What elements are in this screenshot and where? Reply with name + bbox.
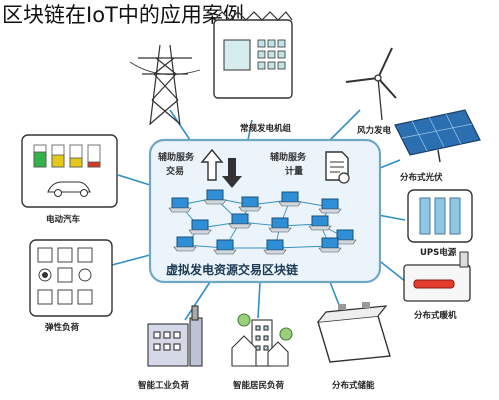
residential-buildings-icon: [231, 313, 293, 367]
ups-storage-icon: [407, 189, 473, 243]
laptop-icon: [213, 239, 237, 255]
link-ups: [377, 214, 406, 221]
label-electric-vehicle: 电动汽车: [46, 214, 81, 225]
laptop-icon: [278, 191, 302, 207]
wind-turbine-icon: [345, 47, 397, 121]
industrial-factory-icon: [147, 305, 203, 367]
laptop-icon: [318, 237, 342, 253]
label-wind-power: 风力发电: [357, 125, 392, 136]
laptop-icon: [318, 198, 342, 214]
transmission-tower-icon: [129, 44, 201, 126]
label-smart-industrial: 智能工业负荷: [137, 380, 190, 391]
link-industrial: [184, 281, 211, 321]
laptop-icon: [268, 217, 292, 233]
left-service-line2: 交易: [166, 165, 184, 177]
label-distributed-storage: 分布式储能: [332, 380, 375, 391]
link-ev: [117, 174, 151, 186]
storage-battery-icon: [317, 302, 391, 363]
laptop-icon: [168, 197, 192, 213]
solar-panel-icon: [394, 109, 481, 163]
laptop-icon: [308, 215, 332, 231]
label-smart-residential: 智能居民负荷: [232, 380, 285, 391]
label-distributed-pv: 分布式光伏: [400, 172, 443, 183]
right-service-line1: 辅助服务: [270, 151, 307, 163]
laptop-icon: [173, 236, 197, 252]
laptop-icon: [238, 196, 262, 212]
label-distributed-heating: 分布式暖机: [414, 310, 457, 321]
connector-lines: [111, 109, 411, 321]
label-ups: UPS电源: [420, 247, 457, 258]
laptop-icon: [203, 189, 227, 205]
blockchain-hub: 辅助服务 交易 辅助服务 计量: [148, 138, 382, 284]
label-conventional-plant: 常规发电机组: [240, 123, 292, 134]
document-icon: [325, 151, 350, 184]
link-wind: [329, 109, 361, 141]
label-flexible-load: 弹性负荷: [45, 322, 80, 333]
page-title: 区块链在IoT中的应用案例: [2, 3, 244, 27]
laptop-icon: [333, 229, 357, 245]
link-flexible: [111, 254, 151, 266]
right-service-line2: 计量: [285, 165, 303, 177]
exchange-arrows-icon: [200, 148, 242, 188]
flexible-load-panel-icon: [29, 239, 113, 317]
laptop-icon: [263, 239, 287, 255]
left-service-line1: 辅助服务: [158, 151, 195, 163]
link-residential: [257, 281, 261, 319]
conventional-plant-icon: [213, 11, 293, 99]
electric-vehicle-icon: [21, 134, 118, 208]
hub-title: 虚拟发电资源交易区块链: [166, 262, 299, 277]
laptop-nodes: [168, 189, 357, 255]
link-plant: [247, 119, 253, 141]
laptop-icon: [228, 213, 252, 229]
heating-unit-icon: [403, 251, 471, 302]
laptop-icon: [188, 219, 212, 235]
